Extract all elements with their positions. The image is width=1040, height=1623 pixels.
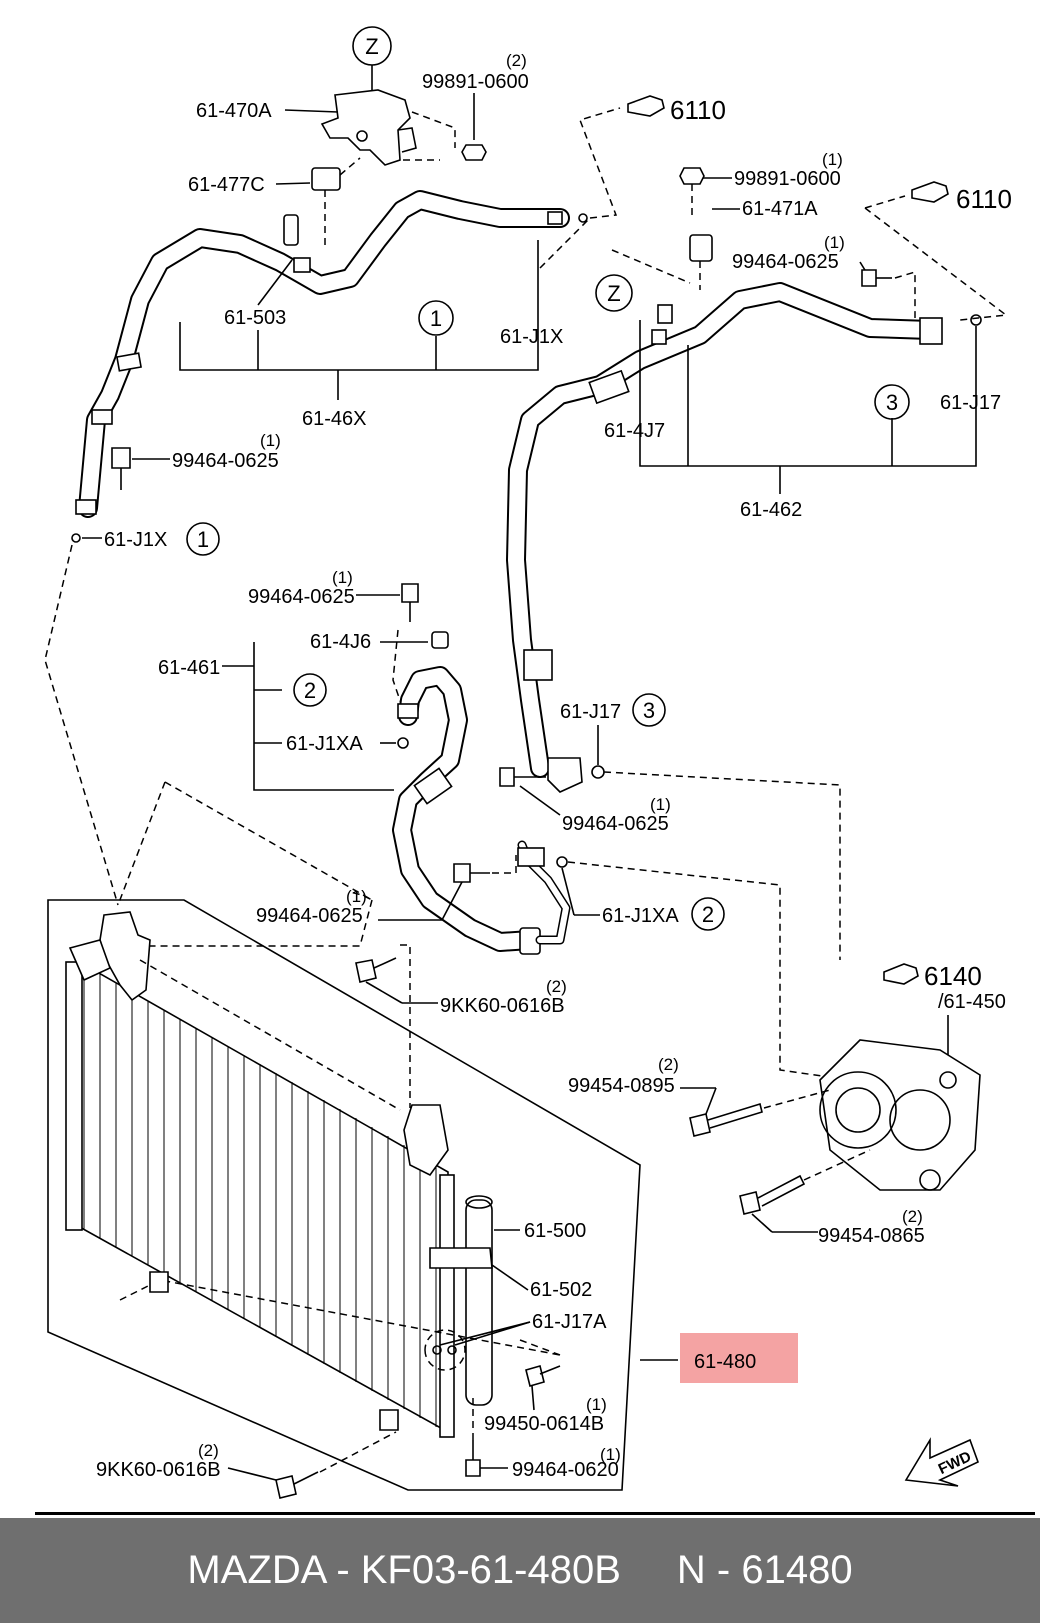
ref-arrow-6110-b-icon: [911, 181, 949, 203]
label-61-j1x-left: 61-J1X: [104, 529, 167, 551]
ref-6110-b: 6110: [956, 184, 1012, 214]
label-99454-0865: 99454-0865: [818, 1225, 925, 1247]
qty-9kk60-a: (2): [546, 977, 567, 996]
hose-61-462: [506, 282, 940, 778]
nut-icon: [461, 144, 487, 161]
compressor-icon: [819, 1039, 981, 1191]
receiver-drier-61-500-icon: [465, 1199, 493, 1406]
marker-3-b: 3: [643, 698, 655, 723]
label-99464-0620: 99464-0620: [512, 1459, 619, 1481]
bolt-icon-i: [275, 1475, 297, 1499]
bolt-icon-f: [355, 959, 377, 983]
label-61-462: 61-462: [740, 499, 802, 521]
z-marker-top: Z: [365, 34, 378, 59]
condenser-fins: [83, 965, 437, 1427]
marker-1-circle: [418, 300, 454, 336]
highlight-61-480: [680, 1333, 798, 1383]
label-99464-top: 99464-0625: [732, 251, 839, 273]
label-99891-a: 99891-0600: [422, 71, 529, 93]
label-61-4j6: 61-4J6: [310, 631, 371, 653]
bolt-icon-j: [689, 1113, 711, 1137]
label-61-j1xa-top: 61-J1XA: [286, 733, 363, 755]
marker-2-a: 2: [304, 678, 316, 703]
hose-61-46x: [78, 190, 570, 518]
z-marker-mid: Z: [607, 281, 620, 306]
label-99464-mid: 99464-0625: [248, 586, 355, 608]
footer-rule: [35, 1512, 1035, 1515]
label-99464-lower: 99464-0625: [256, 905, 363, 927]
marker-1-circle-b: [186, 522, 220, 556]
ref-arrow-6140-icon: [883, 963, 919, 985]
label-9kk60-a: 9KK60-0616B: [440, 995, 565, 1017]
marker-2-b: 2: [702, 902, 714, 927]
label-61-500: 61-500: [524, 1220, 586, 1242]
label-61-4j7: 61-4J7: [604, 420, 665, 442]
marker-1-b: 1: [197, 527, 209, 552]
label-61-480: 61-480: [694, 1351, 756, 1373]
qty-99464-hose: (1): [650, 795, 671, 814]
label-61-461: 61-461: [158, 657, 220, 679]
label-61-503: 61-503: [224, 307, 286, 329]
clip-61-477c-icon: [311, 167, 341, 191]
ref-6110-a: 6110: [670, 95, 726, 125]
label-61-471a: 61-471A: [742, 198, 818, 220]
qty-99454-0895: (2): [658, 1055, 679, 1074]
z-mid-circle: [595, 274, 633, 312]
label-61-502: 61-502: [530, 1279, 592, 1301]
bolt-icon-k: [739, 1191, 761, 1215]
label-99891-b: 99891-0600: [734, 168, 841, 190]
label-61-j1x-top: 61-J1X: [500, 326, 563, 348]
condenser-outline-box: [47, 899, 641, 1491]
clip-61-471a-icon: [689, 234, 713, 262]
footer-bar: MAZDA - KF03-61-480B N - 61480: [0, 1518, 1040, 1623]
bolt-icon: [111, 447, 131, 469]
pressure-sensor-icon: [283, 214, 299, 246]
bolt-icon-e: [453, 863, 471, 883]
nut-icon-b: [679, 167, 705, 185]
marker-2-circle: [293, 673, 327, 707]
ref-arrow-6110-a-icon: [627, 95, 665, 117]
label-61-450: /61-450: [938, 991, 1006, 1013]
qty-99464-0620: (1): [600, 1445, 621, 1464]
qty-99464-left: (1): [260, 431, 281, 450]
label-61-j17a: 61-J17A: [532, 1311, 607, 1333]
marker-3-circle-b: [632, 693, 666, 727]
bolt-icon-b: [861, 269, 877, 287]
bolt-icon-d: [401, 583, 419, 603]
label-61-j1xa-low: 61-J1XA: [602, 905, 679, 927]
qty-99464-lower: (1): [346, 887, 367, 906]
label-99450: 99450-0614B: [484, 1413, 604, 1435]
qty-99454-0865: (2): [902, 1207, 923, 1226]
hose-61-461: [392, 666, 540, 952]
qty-99891-a: (2): [506, 51, 527, 70]
qty-99464-mid: (1): [332, 568, 353, 587]
qty-9kk60-b: (2): [198, 1441, 219, 1460]
label-61-470a: 61-470A: [196, 100, 272, 122]
parts-diagram: Z 61-470A (2) 99891-0600 61-477C 61-503 …: [44, 26, 1012, 1499]
bracket-61-470a-icon: [320, 89, 411, 166]
qty-99464-top: (1): [824, 233, 845, 252]
label-61-46x: 61-46X: [302, 408, 367, 430]
label-61-j17-top: 61-J17: [940, 392, 1001, 414]
label-9kk60-b: 9KK60-0616B: [96, 1459, 221, 1481]
marker-2-circle-b: [691, 897, 725, 931]
bolt-icon-h: [465, 1459, 481, 1477]
ref-6140: 6140: [924, 961, 982, 991]
marker-1-a: 1: [430, 306, 442, 331]
label-99464-hose: 99464-0625: [562, 813, 669, 835]
footer-brand: MAZDA - KF03-61-480B: [187, 1548, 621, 1592]
bolt-icon-g: [525, 1365, 545, 1387]
fwd-arrow-icon: FWD: [904, 1437, 980, 1487]
qty-99450: (1): [586, 1395, 607, 1414]
bolt-icon-c: [499, 767, 515, 787]
footer-code: N - 61480: [676, 1548, 853, 1592]
label-99454-0895: 99454-0895: [568, 1075, 675, 1097]
marker-3-a: 3: [886, 390, 898, 415]
marker-3-circle: [874, 384, 910, 420]
label-99464-left: 99464-0625: [172, 450, 279, 472]
qty-99891-b: (1): [822, 150, 843, 169]
label-61-j17-mid: 61-J17: [560, 701, 621, 723]
label-61-477c: 61-477C: [188, 174, 265, 196]
cap-61-4j6-icon: [431, 631, 449, 649]
